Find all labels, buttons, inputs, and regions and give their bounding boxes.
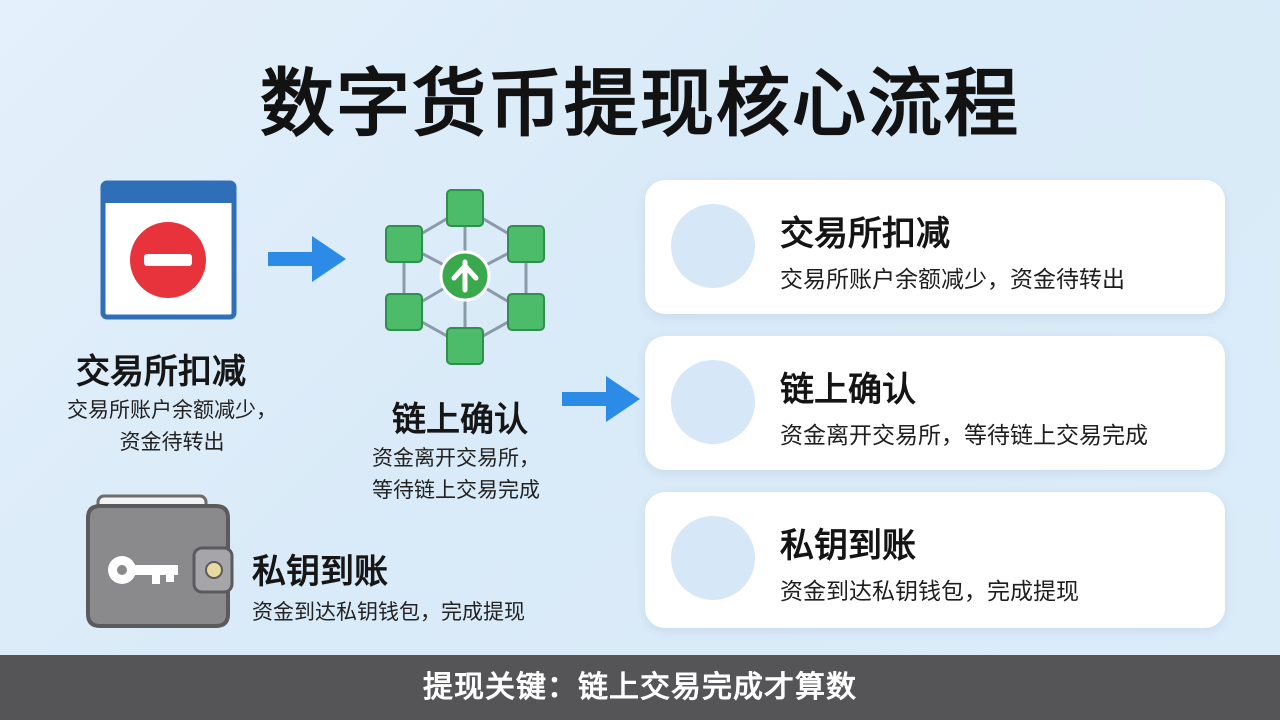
wallet-key-icon	[86, 494, 234, 628]
card-circle	[671, 360, 755, 444]
step2-title: 链上确认	[392, 400, 528, 440]
step3-desc: 资金到达私钥钱包，完成提现	[252, 600, 525, 624]
card-circle	[671, 516, 755, 600]
step3-title: 私钥到账	[252, 552, 388, 592]
card-title: 私钥到账	[780, 526, 916, 566]
step1-title: 交易所扣减	[76, 352, 246, 392]
footer-caption: 提现关键：链上交易完成才算数	[423, 670, 857, 705]
footer-bar: 提现关键：链上交易完成才算数	[0, 655, 1280, 720]
step-card-confirm: 链上确认 资金离开交易所，等待链上交易完成	[645, 336, 1225, 470]
step-card-arrive: 私钥到账 资金到达私钥钱包，完成提现	[645, 492, 1225, 628]
window-minus-icon	[100, 180, 237, 320]
step1-desc-line2: 资金待转出	[119, 430, 225, 454]
step2-desc-line1: 资金离开交易所，	[372, 446, 540, 470]
card-desc: 资金到达私钥钱包，完成提现	[780, 579, 1079, 605]
step2-desc: 资金离开交易所， 等待链上交易完成	[372, 442, 592, 506]
arrow-right-icon	[268, 236, 346, 282]
step1-desc-line1: 交易所账户余额减少，	[67, 398, 277, 422]
step-card-deduct: 交易所扣减 交易所账户余额减少，资金待转出	[645, 180, 1225, 314]
card-title: 交易所扣减	[780, 214, 950, 254]
blockchain-network-icon	[385, 189, 545, 365]
card-circle	[671, 204, 755, 288]
page-title: 数字货币提现核心流程	[260, 61, 1020, 147]
step2-desc-line2: 等待链上交易完成	[372, 478, 540, 502]
card-title: 链上确认	[780, 370, 916, 410]
step1-desc: 交易所账户余额减少， 资金待转出	[56, 394, 288, 458]
card-desc: 资金离开交易所，等待链上交易完成	[780, 423, 1148, 449]
card-desc: 交易所账户余额减少，资金待转出	[780, 267, 1125, 293]
arrow-right-icon	[562, 376, 640, 422]
